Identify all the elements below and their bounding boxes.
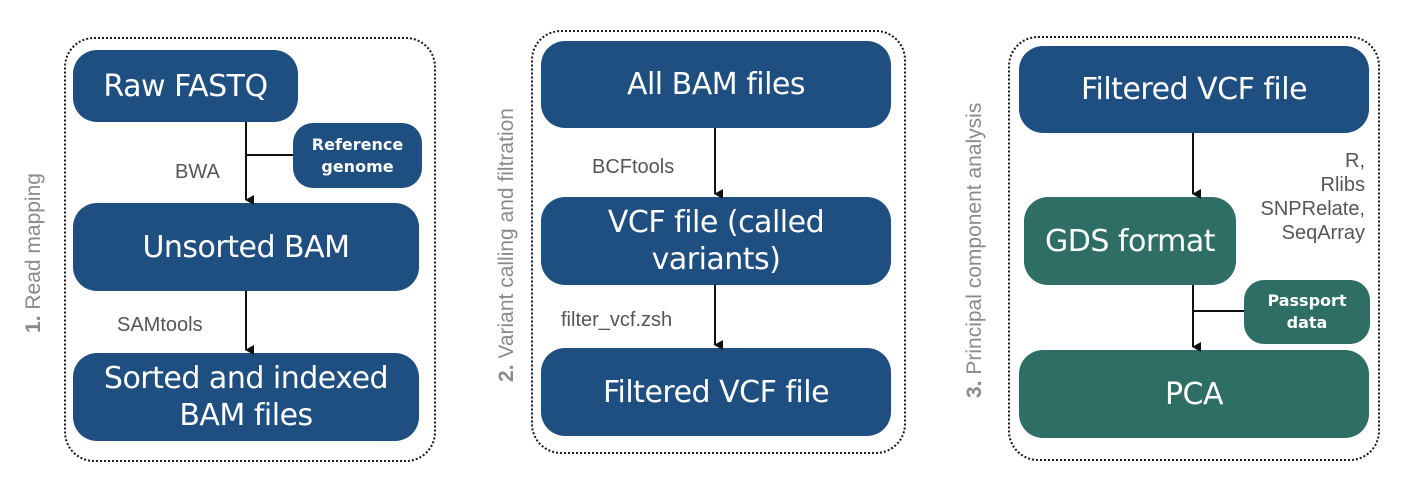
- panel-title: Principal component analysis: [963, 102, 986, 381]
- panel-read-mapping: [64, 37, 436, 462]
- panel-pca: [1008, 36, 1380, 461]
- all-bam-files-box: All BAM files: [541, 41, 891, 128]
- panel-number: 2.: [495, 364, 518, 382]
- panel-label-pca: 3. Principal component analysis: [963, 103, 989, 398]
- filtered-vcf-file-box-pca: Filtered VCF file: [1019, 46, 1369, 133]
- samtools-label: SAMtools: [117, 314, 203, 336]
- filter-vcf-zsh-label: filter_vcf.zsh: [561, 309, 673, 331]
- bwa-label: BWA: [175, 161, 220, 183]
- panel-number: 1.: [22, 315, 45, 333]
- raw-fastq-box: Raw FASTQ: [73, 50, 298, 122]
- sorted-indexed-bam-box: Sorted and indexed BAM files: [73, 353, 419, 441]
- panel-label-read-mapping: 1. Read mapping: [22, 168, 48, 338]
- passport-data-box: Passport data: [1244, 280, 1370, 344]
- unsorted-bam-box: Unsorted BAM: [73, 203, 419, 291]
- vcf-called-variants-box: VCF file (called variants): [541, 197, 891, 285]
- panel-variant-calling: [531, 30, 906, 454]
- panel-title: Variant calling and filtration: [495, 108, 518, 365]
- panel-number: 3.: [963, 380, 986, 398]
- panel-label-variant-calling: 2. Variant calling and filtration: [495, 95, 521, 395]
- r-libs-label: R, Rlibs SNPRelate, SeqArray: [1260, 150, 1366, 244]
- reference-genome-box: Reference genome: [293, 123, 422, 188]
- filtered-vcf-file-box: Filtered VCF file: [541, 348, 891, 436]
- pca-box: PCA: [1019, 350, 1369, 438]
- bcftools-label: BCFtools: [592, 156, 675, 178]
- panel-title: Read mapping: [22, 173, 45, 316]
- gds-format-box: GDS format: [1024, 197, 1236, 285]
